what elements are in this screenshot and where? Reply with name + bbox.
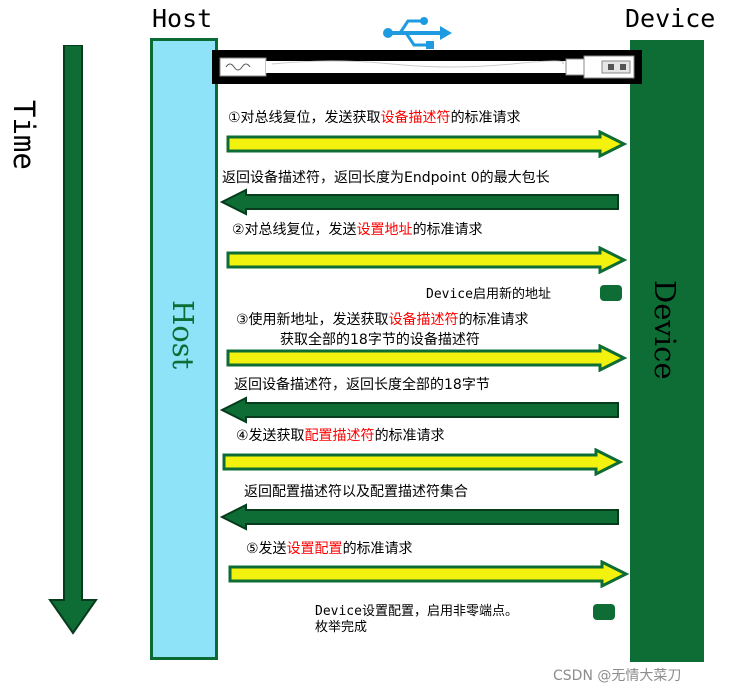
- device-note-2-marker: [593, 604, 615, 620]
- step3-sublabel: 获取全部的18字节的设备描述符: [280, 332, 480, 348]
- arrow-request-4: [222, 448, 624, 476]
- device-header: Device: [625, 4, 716, 33]
- device-column-label: Device: [648, 280, 682, 380]
- time-label: Time: [7, 100, 41, 170]
- step2-label: ②对总线复位，发送设置地址的标准请求: [232, 222, 483, 238]
- response3-label: 返回配置描述符以及配置描述符集合: [244, 484, 468, 500]
- step5-label: ⑤发送设置配置的标准请求: [246, 541, 413, 557]
- device-note-1-marker: [600, 285, 622, 301]
- usb-cable-icon: [212, 50, 642, 84]
- arrow-response-2: [220, 396, 619, 424]
- step4-label: ④发送获取配置描述符的标准请求: [236, 428, 445, 444]
- arrow-response-3: [220, 503, 619, 531]
- arrow-request-3: [226, 344, 628, 372]
- host-column: [150, 38, 218, 660]
- host-column-label: Host: [166, 300, 200, 370]
- arrow-request-1: [226, 130, 628, 158]
- response1-label: 返回设备描述符，返回长度为Endpoint 0的最大包长: [222, 170, 550, 186]
- watermark: CSDN @无情大菜刀: [553, 668, 682, 684]
- usb-icon: [383, 17, 452, 49]
- step3-label: ③使用新地址，发送获取设备描述符的标准请求: [236, 312, 529, 328]
- device-note-2: Device设置配置，启用非零端点。 枚举完成: [315, 604, 518, 636]
- time-arrow: [48, 45, 98, 635]
- response2-label: 返回设备描述符，返回长度全部的18字节: [234, 377, 490, 393]
- step1-label: ①对总线复位，发送获取设备描述符的标准请求: [228, 110, 521, 126]
- device-note-1: Device启用新的地址: [426, 287, 551, 302]
- host-header: Host: [152, 4, 213, 33]
- device-column: [630, 40, 704, 662]
- arrow-request-5: [228, 560, 630, 588]
- arrow-request-2: [226, 246, 628, 274]
- arrow-response-1: [220, 188, 619, 216]
